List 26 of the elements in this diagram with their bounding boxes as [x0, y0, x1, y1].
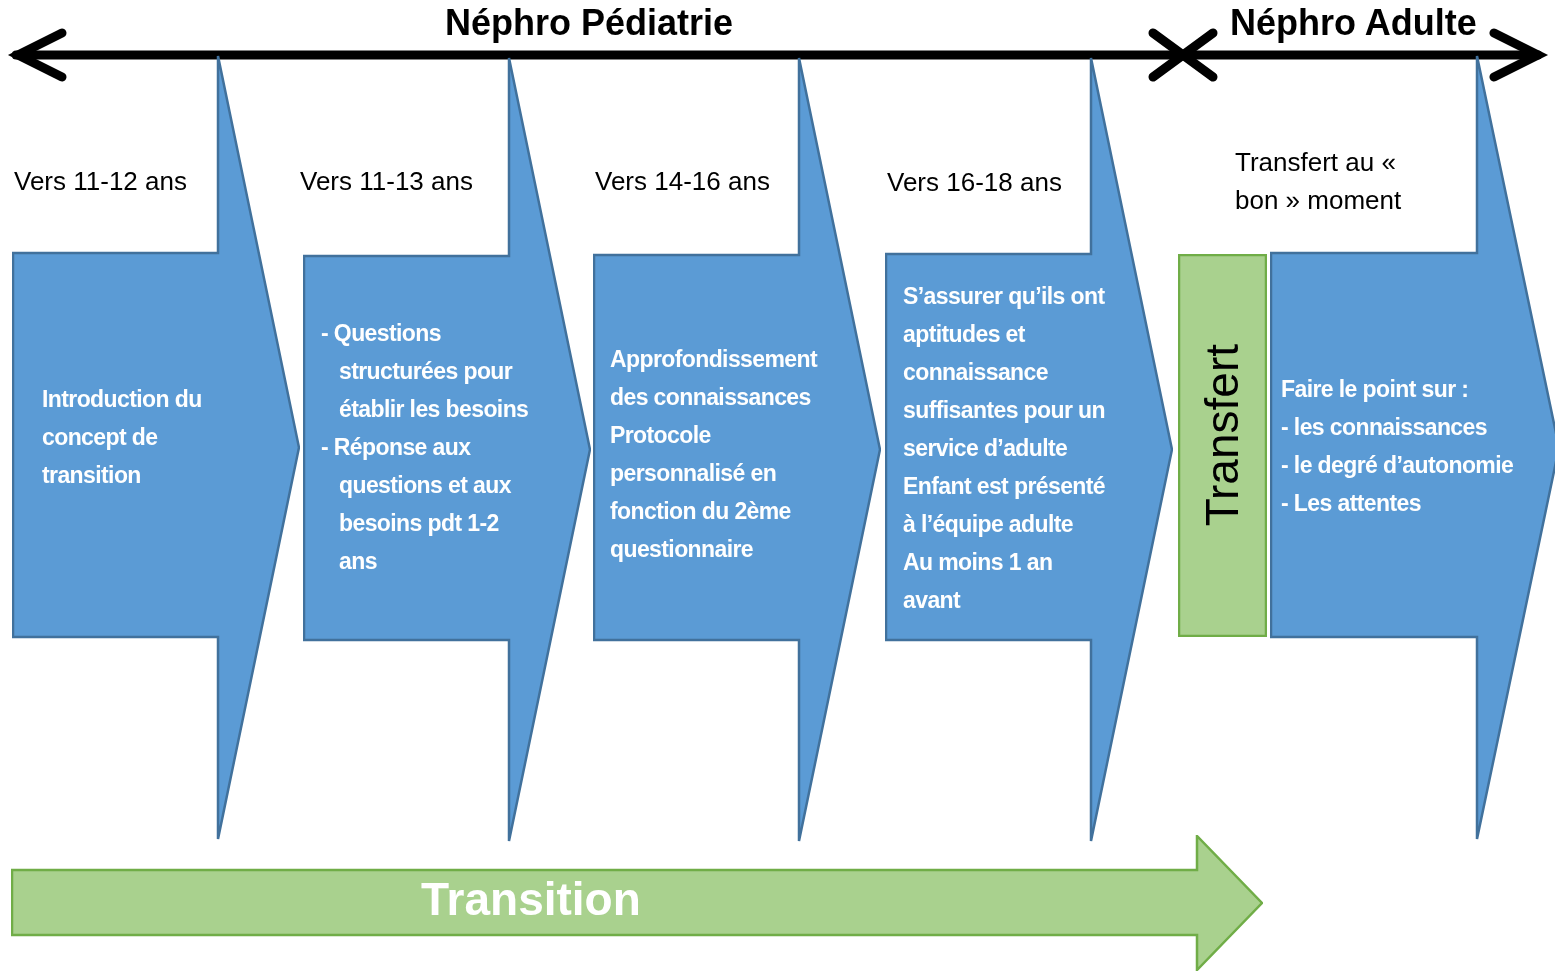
chevron-step-panel	[593, 57, 881, 842]
step-text: Protocole personnalisé en fonction du 2ème questionnaire	[610, 421, 792, 564]
step-text: Faire le point sur :	[1281, 375, 1470, 404]
age-caption: Vers 14-16 ans	[595, 165, 771, 198]
step-text: - Questions structurées pour établir les besoins	[321, 319, 530, 424]
step-text: Au moins 1 an avant	[903, 548, 1054, 615]
chevron-step-panel	[885, 57, 1173, 842]
chevron-step-panel	[12, 55, 300, 840]
transfer-label: Transfert	[1196, 344, 1248, 527]
age-caption: Vers 11-12 ans	[14, 165, 188, 198]
step-text: Introduction du concept de transition	[42, 385, 203, 490]
transition-label: Transition	[421, 872, 641, 927]
step-text: S’assurer qu’ils ont aptitudes et connaissance suffisantes pour un service d’adulte	[903, 282, 1106, 463]
transfer-box	[1178, 254, 1267, 637]
age-caption: Vers 11-13 ans	[300, 165, 474, 198]
age-caption: Vers 16-18 ans	[887, 166, 1063, 199]
age-caption: Transfert au « bon » moment	[1235, 146, 1403, 217]
step-text: - les connaissances	[1281, 413, 1488, 442]
step-text: - Les attentes	[1281, 489, 1422, 518]
step-text: Approfondissement des connaissances	[610, 345, 819, 412]
transition-banner	[11, 835, 1263, 971]
step-text: - Réponse aux questions et aux besoins pdt 1-2 ans	[321, 433, 512, 576]
section-heading: Néphro Adulte	[1230, 2, 1477, 44]
step-text: Enfant est présenté à l’équipe adulte	[903, 472, 1107, 539]
section-heading: Néphro Pédiatrie	[445, 2, 734, 44]
step-text: - le degré d’autonomie	[1281, 451, 1515, 480]
